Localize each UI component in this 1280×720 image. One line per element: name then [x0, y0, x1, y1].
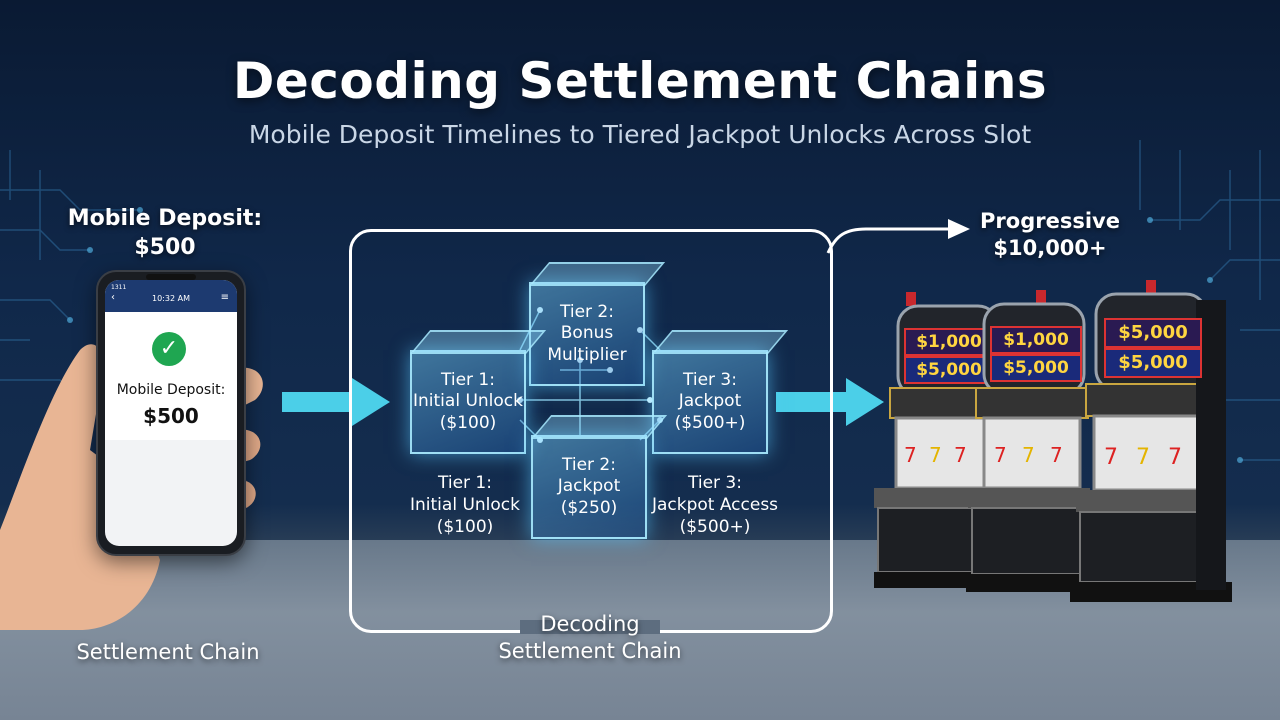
svg-text:7: 7	[954, 443, 967, 467]
cube-line: Jackpot	[557, 476, 621, 497]
caption-line: ($100)	[436, 517, 494, 538]
jackpot-display-top: $5,000	[1104, 318, 1202, 348]
checkmark-icon: ✓	[152, 332, 186, 366]
cube-line: ($250)	[560, 497, 618, 518]
cube-tier2-jackpot: Tier 2: Jackpot ($250)	[531, 435, 647, 539]
arrow-right-icon	[282, 378, 390, 426]
cube-line: ($100)	[439, 412, 497, 433]
svg-text:7: 7	[1168, 445, 1182, 470]
cube-line: Initial Unlock	[413, 391, 523, 412]
phone-status-bar: 1311 ‹ 10:32 AM ≡	[105, 280, 237, 312]
decoding-settlement-chain-label: Decoding Settlement Chain	[470, 611, 710, 666]
menu-icon[interactable]: ≡	[220, 292, 229, 303]
deposit-card: ✓ Mobile Deposit: $500	[105, 312, 237, 440]
cube-line: Tier 1:	[441, 370, 495, 391]
caption-line: Tier 3:	[688, 473, 742, 493]
svg-text:7: 7	[994, 443, 1007, 467]
progressive-label-line2: $10,000+	[993, 236, 1107, 261]
page-subtitle: Mobile Deposit Timelines to Tiered Jackp…	[248, 120, 1032, 149]
cube-line: Tier 3:	[683, 370, 737, 391]
mobile-deposit-label-line1: Mobile Deposit:	[67, 206, 263, 231]
deposit-card-label: Mobile Deposit:	[116, 382, 226, 398]
tier3-caption: Tier 3: Jackpot Access ($500+)	[640, 472, 790, 538]
cube-line: Bonus	[560, 323, 614, 344]
top-route-arrow	[826, 219, 970, 254]
cube-tier1: Tier 1: Initial Unlock ($100)	[410, 350, 526, 454]
phone-time: 10:32 AM	[152, 294, 190, 303]
page-title: Decoding Settlement Chains	[232, 52, 1048, 110]
smartphone: 1311 ‹ 10:32 AM ≡ ✓ Mobile Deposit: $500	[96, 270, 246, 556]
jackpot-display-top: $1,000	[990, 326, 1082, 354]
phone-notch	[146, 274, 196, 280]
caption-line: Settlement Chain	[498, 639, 682, 664]
deposit-card-value: $500	[143, 404, 199, 428]
jackpot-display-bottom: $5,000	[904, 356, 994, 384]
cube-line: Jackpot	[678, 391, 742, 412]
cube-line: Tier 2:	[562, 455, 616, 476]
mobile-deposit-label: Mobile Deposit: $500	[40, 205, 290, 262]
settlement-chain-label: Settlement Chain	[76, 640, 260, 664]
back-icon[interactable]: ‹	[111, 292, 115, 303]
caption-line: Initial Unlock	[410, 495, 520, 516]
cube-line: Tier 2:	[560, 302, 614, 323]
cube-tier3: Tier 3: Jackpot ($500+)	[652, 350, 768, 454]
progressive-label-line1: Progressive	[980, 209, 1120, 233]
svg-text:7: 7	[929, 443, 942, 467]
caption-line: Jackpot Access	[651, 495, 779, 516]
svg-text:7: 7	[1050, 443, 1063, 467]
svg-text:7: 7	[1136, 445, 1150, 470]
svg-text:7: 7	[904, 443, 917, 467]
caption-line: ($500+)	[679, 517, 751, 538]
frame-gap	[520, 620, 660, 634]
phone-screen: 1311 ‹ 10:32 AM ≡ ✓ Mobile Deposit: $500	[105, 280, 237, 546]
cube-tier2-bonus: Tier 2: Bonus Multiplier	[529, 282, 645, 386]
caption-line: Decoding	[540, 612, 640, 636]
svg-text:7: 7	[1104, 445, 1118, 470]
svg-text:7: 7	[1022, 443, 1035, 467]
jackpot-display-top: $1,000	[904, 328, 994, 356]
jackpot-display-bottom: $5,000	[990, 354, 1082, 382]
carrier-text: 1311	[111, 284, 127, 291]
cube-line: Multiplier	[547, 344, 627, 365]
caption-line: Tier 1:	[438, 473, 492, 493]
progressive-label: Progressive $10,000+	[950, 208, 1150, 263]
cube-line: ($500+)	[674, 412, 746, 433]
mobile-deposit-label-line2: $500	[134, 234, 196, 260]
tier1-caption: Tier 1: Initial Unlock ($100)	[400, 472, 530, 538]
jackpot-display-bottom: $5,000	[1104, 348, 1202, 378]
